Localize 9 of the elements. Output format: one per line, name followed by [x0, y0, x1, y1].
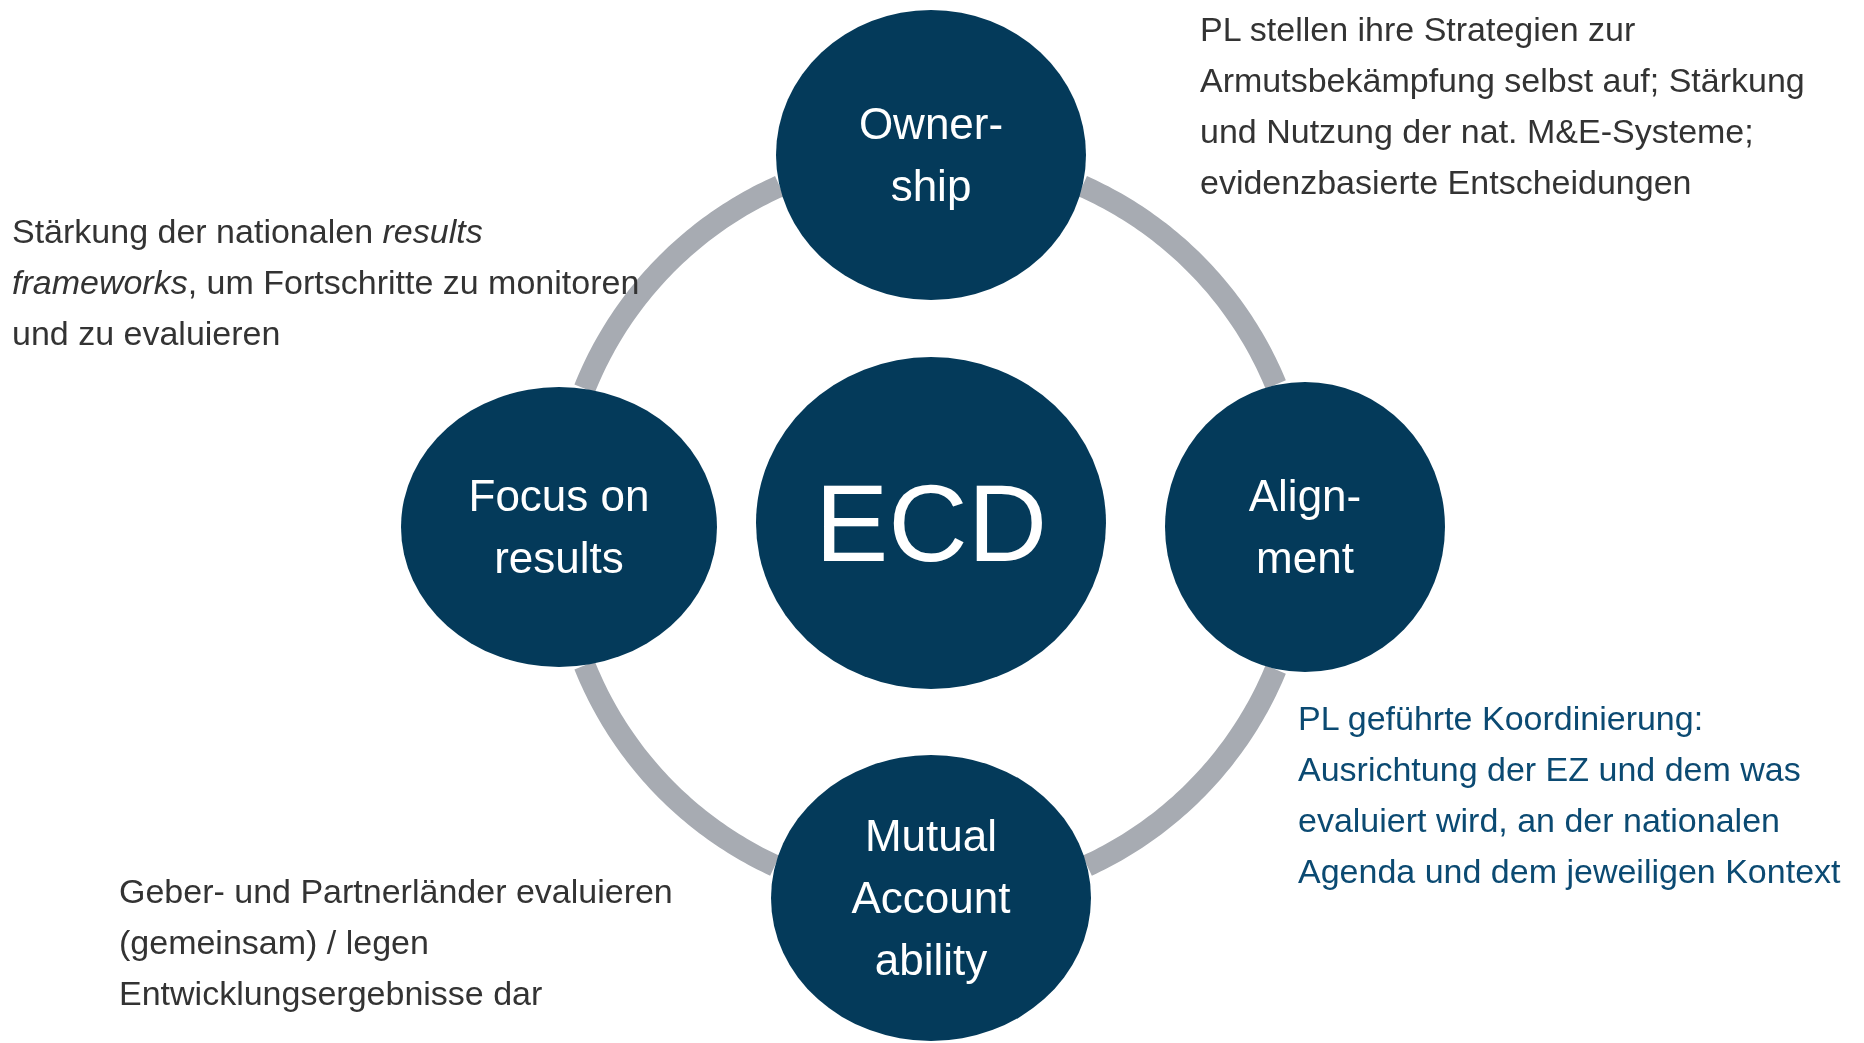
description-text: PL geführte Koordinierung: Ausrichtung der EZ und dem was evaluiert wird, an der nationalen Agenda und dem jeweiligen Kontext	[1298, 698, 1842, 892]
node-label: Owner- ship	[857, 98, 1005, 212]
description-text: PL stellen ihre Strategien zur Armutsbekämpfung selbst auf; Stärkung und Nutzung der nat. M&E-Systeme; evidenzbasierte Entscheidungen	[1200, 9, 1806, 203]
description-text: Geber- und Partnerländer evaluieren (gemeinsam) / legen Entwicklungsergebnisse dar	[119, 871, 674, 1014]
center-title: ECD	[813, 463, 1049, 583]
node-label: Mutual Account ability	[850, 810, 1012, 986]
description-text: Stärkung der nationalen results frameworks, um Fortschritte zu monitoren und zu evaluieren	[12, 211, 641, 354]
node-label: Align- ment	[1247, 470, 1363, 584]
node-label: Focus on results	[467, 470, 651, 584]
